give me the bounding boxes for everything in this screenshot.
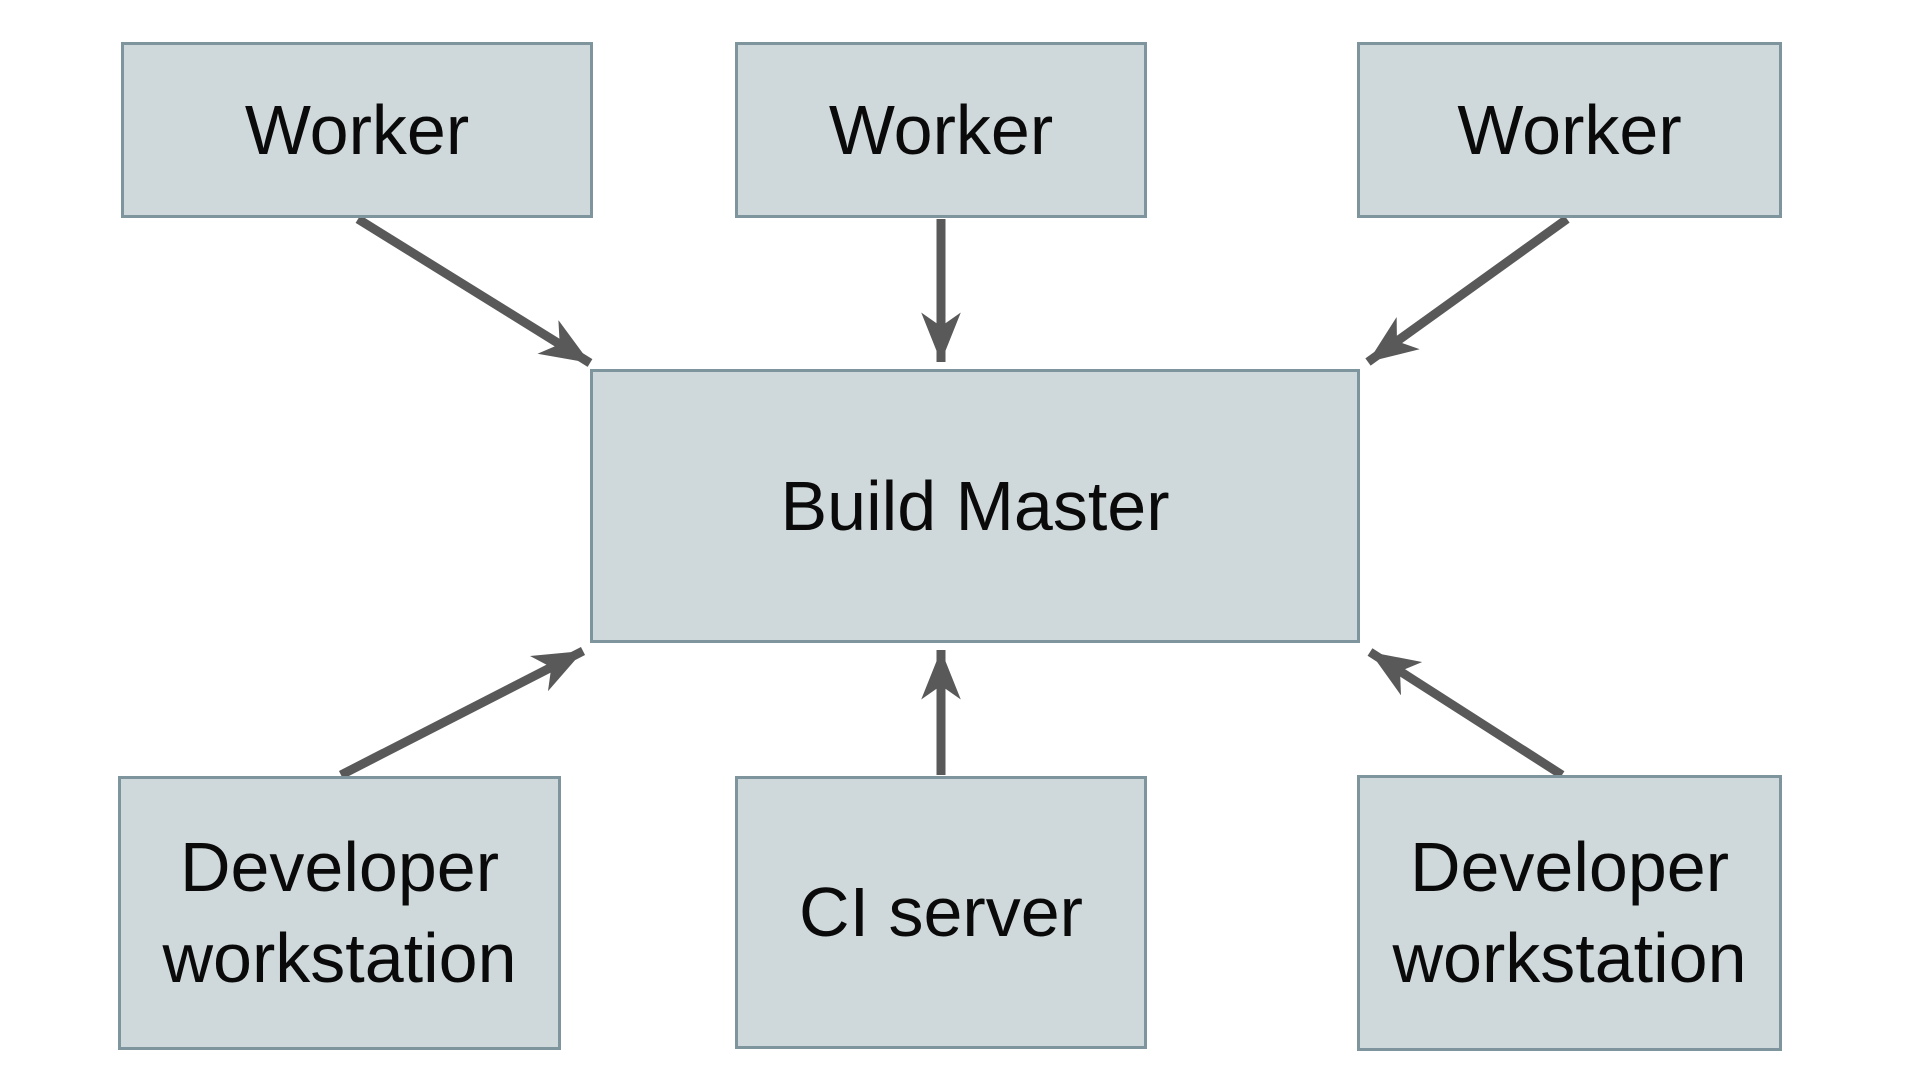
node-developer-workstation-right: Developer workstation	[1357, 775, 1782, 1051]
node-ci-server-label: CI server	[799, 873, 1083, 951]
node-developer-workstation-left: Developer workstation	[118, 776, 561, 1050]
node-developer-workstation-right-label: Developer workstation	[1392, 828, 1747, 997]
arrow-devworkstation-right-to-buildmaster	[1367, 648, 1565, 779]
node-worker-1: Worker	[121, 42, 593, 218]
node-build-master-label: Build Master	[780, 466, 1170, 545]
node-build-master: Build Master	[590, 369, 1360, 643]
arrow-worker1-to-buildmaster	[355, 215, 593, 367]
node-worker-1-label: Worker	[244, 90, 470, 169]
arrow-devworkstation-left-to-buildmaster	[338, 646, 586, 780]
node-worker-3: Worker	[1357, 42, 1782, 218]
node-worker-3-label: Worker	[1457, 90, 1682, 169]
node-worker-2: Worker	[735, 42, 1147, 218]
arrow-worker3-to-buildmaster	[1365, 215, 1570, 366]
node-worker-2-label: Worker	[828, 90, 1054, 169]
node-ci-server: CI server	[735, 776, 1147, 1049]
node-developer-workstation-left-label: Developer workstation	[162, 828, 517, 997]
